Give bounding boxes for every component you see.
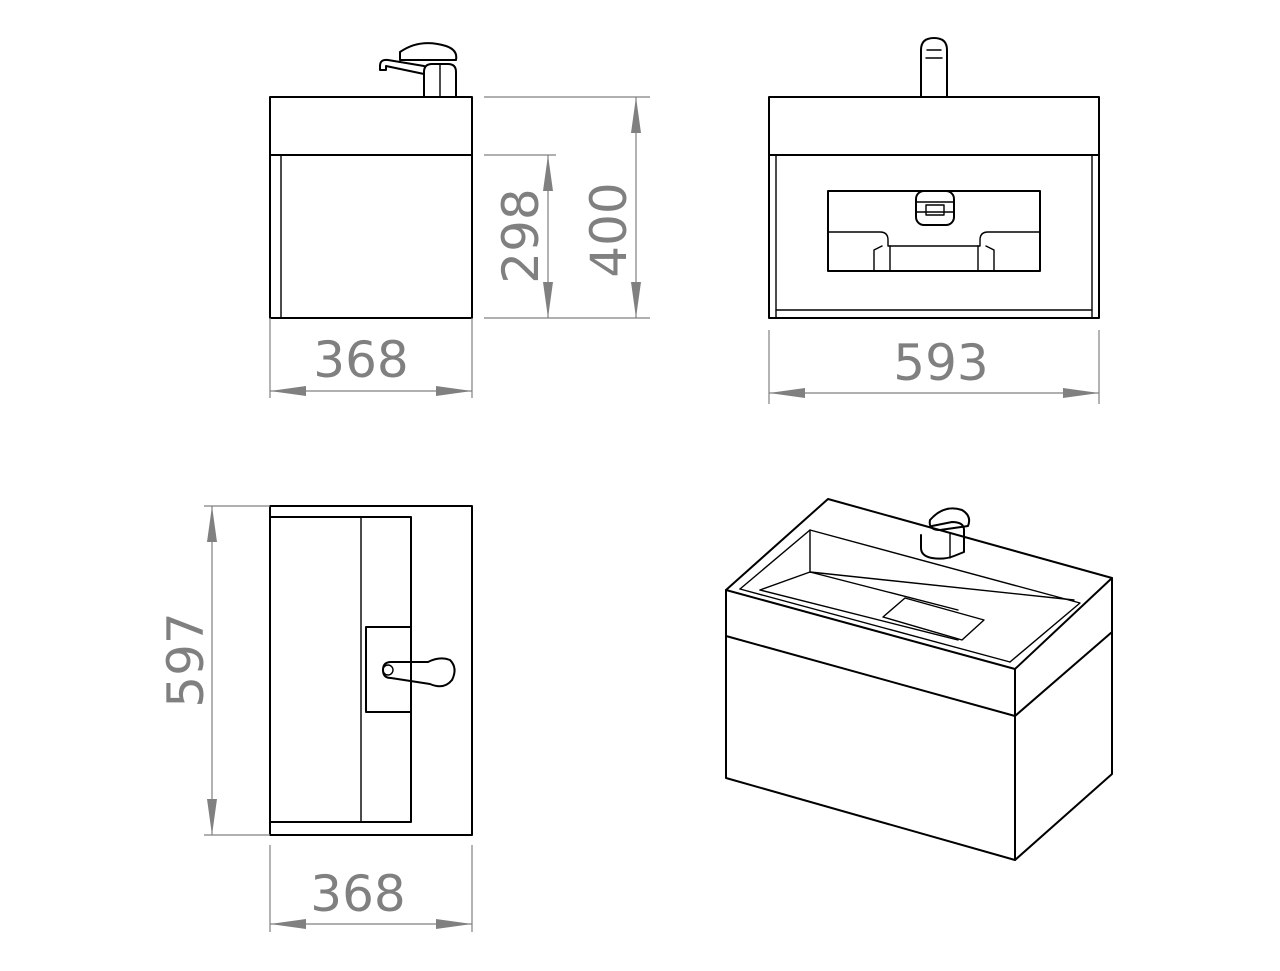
faucet-iso-icon bbox=[920, 507, 971, 560]
siphon-icon bbox=[915, 190, 955, 226]
total-height-dimension: 400 bbox=[484, 96, 650, 318]
top-width-dimension: 368 bbox=[269, 845, 473, 932]
side-width-dimension: 368 bbox=[269, 318, 473, 398]
top-width-label: 368 bbox=[310, 865, 405, 923]
front-width-dimension: 593 bbox=[768, 330, 1100, 404]
total-height-label: 400 bbox=[580, 182, 638, 277]
cabinet-height-dimension: 298 bbox=[484, 154, 650, 319]
cabinet-height-label: 298 bbox=[492, 188, 550, 283]
side-width-label: 368 bbox=[313, 331, 408, 389]
faucet-front-icon bbox=[920, 37, 948, 98]
front-view: 593 bbox=[768, 37, 1100, 404]
top-depth-label: 597 bbox=[157, 612, 215, 707]
isometric-view bbox=[725, 498, 1113, 861]
side-view: 368 298 400 bbox=[269, 42, 650, 398]
faucet-side-icon bbox=[379, 42, 458, 98]
front-width-label: 593 bbox=[893, 334, 988, 392]
top-view: 597 368 bbox=[157, 505, 473, 932]
top-depth-dimension: 597 bbox=[157, 505, 270, 836]
faucet-top-icon bbox=[382, 657, 456, 688]
